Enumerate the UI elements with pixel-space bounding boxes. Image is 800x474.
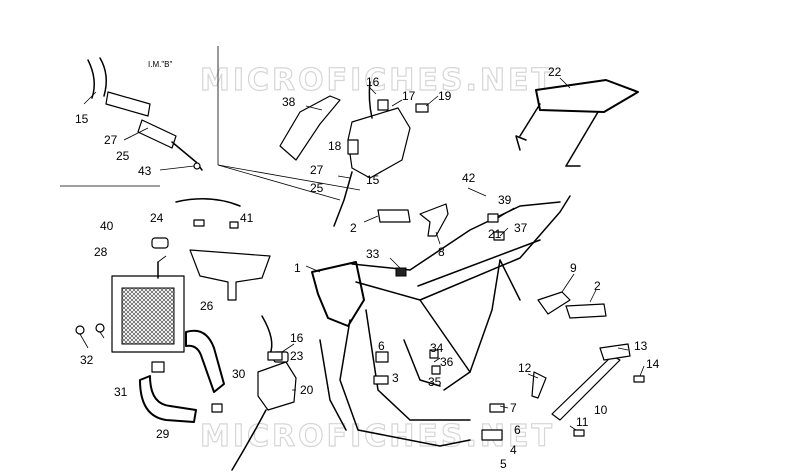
- callout-17: 17: [402, 89, 416, 103]
- callout-24: 24: [150, 211, 164, 225]
- callout-11: 11: [576, 415, 589, 429]
- callout-8: 8: [438, 245, 445, 259]
- callout-41: 41: [240, 211, 254, 225]
- callout-6-b: 6: [514, 423, 521, 437]
- callout-33: 33: [366, 247, 380, 261]
- callout-35: 35: [428, 375, 442, 389]
- leader-lines: [79, 77, 645, 431]
- callout-7: 7: [510, 401, 517, 415]
- callout-21: 21: [488, 227, 502, 241]
- callout-42: 42: [462, 171, 476, 185]
- callout-26: 26: [200, 299, 214, 313]
- callout-16-b: 16: [290, 331, 304, 345]
- callout-13: 13: [634, 339, 648, 353]
- callout-16: 16: [366, 75, 380, 89]
- bracket-part: [189, 249, 271, 301]
- callout-9: 9: [570, 261, 577, 275]
- callout-25: 25: [116, 149, 130, 163]
- callout-38: 38: [282, 95, 296, 109]
- callout-18: 18: [328, 139, 342, 153]
- callout-20: 20: [300, 383, 314, 397]
- footrest-left-part: [377, 203, 449, 237]
- callout-30: 30: [232, 367, 246, 381]
- callout-6: 6: [378, 339, 385, 353]
- callout-27-b: 27: [310, 163, 324, 177]
- callout-25-b: 25: [310, 181, 324, 195]
- side-stand-part: [531, 343, 631, 421]
- callout-23: 23: [290, 349, 304, 363]
- callout-22: 22: [548, 65, 562, 79]
- callout-36: 36: [440, 355, 454, 369]
- callout-28: 28: [94, 245, 108, 259]
- throttle-grip-part: [87, 57, 203, 171]
- callout-14: 14: [646, 357, 660, 371]
- callout-34: 34: [430, 341, 444, 355]
- callout-40: 40: [100, 219, 114, 233]
- inset-title: I.M."B": [148, 60, 173, 69]
- callout-32: 32: [80, 353, 94, 367]
- callout-5: 5: [500, 457, 507, 471]
- callout-19: 19: [438, 89, 452, 103]
- callout-15-b: 15: [366, 173, 380, 187]
- callout-43: 43: [138, 164, 152, 178]
- callout-3: 3: [392, 371, 399, 385]
- coolant-hoses: [139, 315, 273, 471]
- hardware-parts: [75, 213, 645, 441]
- main-frame-part: [311, 195, 571, 447]
- footrest-right-part: [537, 291, 607, 319]
- radiator-part: [111, 237, 185, 353]
- callout-10: 10: [594, 403, 608, 417]
- callout-4: 4: [510, 443, 517, 457]
- watermark-top: MICROFICHES.NET: [200, 63, 555, 98]
- callout-2: 2: [350, 221, 357, 235]
- callout-1: 1: [294, 261, 301, 275]
- callout-29: 29: [156, 427, 170, 441]
- callout-39: 39: [498, 193, 512, 207]
- rear-rack-part: [515, 79, 639, 167]
- callout-2-b: 2: [594, 279, 601, 293]
- callout-12: 12: [518, 361, 532, 375]
- callout-31: 31: [114, 385, 128, 399]
- cable-part: [175, 198, 241, 229]
- callout-15: 15: [75, 112, 89, 126]
- callout-37: 37: [514, 221, 528, 235]
- inset-frame: [60, 46, 361, 201]
- callout-27: 27: [104, 133, 118, 147]
- oil-tank-part: [279, 81, 429, 227]
